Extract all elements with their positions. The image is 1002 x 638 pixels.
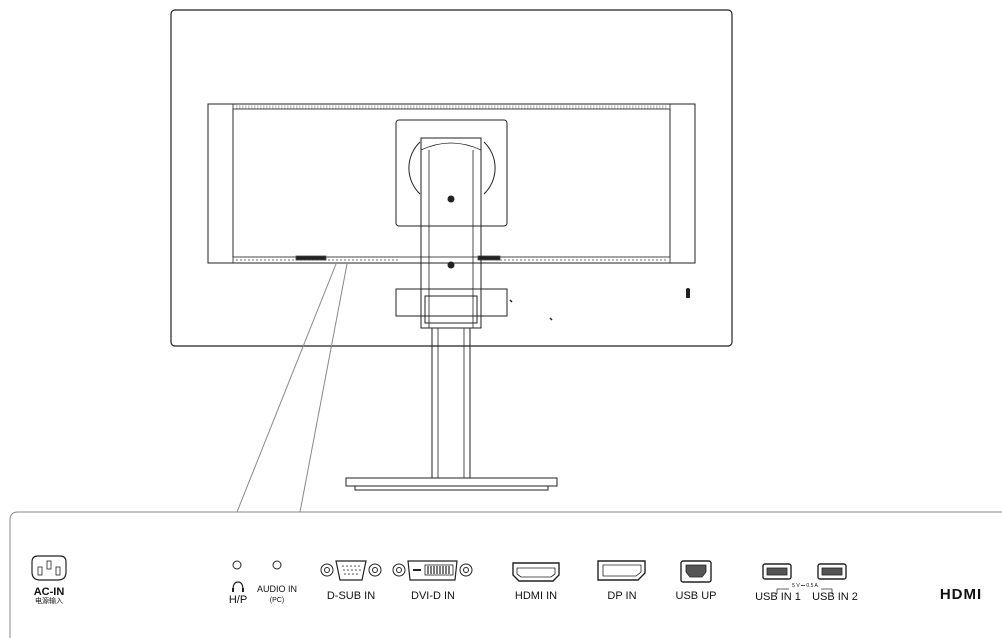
port-panel-outline [9,511,1002,638]
ac-in-cn-label: 电源输入 [35,598,63,605]
callout-line-right [299,263,348,513]
usb-spec-label: 5 V ⎓ 0.5 A [792,583,818,589]
monitor-rear-panel [170,9,733,347]
usb-up-port [680,560,712,583]
dvi-label: DVI-D IN [411,590,455,602]
hdmi-port [512,562,560,582]
stand-mount-plate [395,119,508,227]
audio-in-label: AUDIO IN [256,584,297,594]
hp-label: H/P [228,594,248,606]
stand-neck [420,137,482,329]
vent-grille-top [236,105,667,109]
dp-label: DP IN [607,590,637,602]
audio-in-pc-label: (PC) [269,597,285,604]
kensington-lock-icon [686,288,690,298]
usb-in-2-label: USB IN 2 [812,591,858,603]
hdmi-label: HDMI IN [514,590,558,602]
vent-grille-bottom [236,255,667,261]
usb-up-label: USB UP [675,590,717,602]
usb-in-2-port [817,563,847,580]
ac-in-label: AC-IN [33,586,65,598]
callout-line-left [236,263,337,513]
headphone-icon [232,581,244,591]
audio-in-jack [272,560,282,570]
mount-screw-bottom [447,261,455,269]
cable-clip [395,288,508,317]
displayport-port [597,560,646,581]
usb-spec-bracket [776,588,833,594]
dsub-label: D-SUB IN [326,590,376,602]
usb-in-1-port [762,563,792,580]
monitor-rear-housing [207,103,696,264]
monitor-rear-housing-inner [232,108,671,258]
stand-pivot [408,141,421,195]
stand-base [345,477,558,487]
usb-in-1-label: USB IN 1 [755,591,801,603]
dvi-port [392,560,473,581]
hdmi-logo: HDMI [939,586,983,603]
ac-in-port [31,555,67,581]
mount-screw-top [447,195,455,203]
dsub-port [320,560,382,581]
headphone-jack [232,560,242,570]
